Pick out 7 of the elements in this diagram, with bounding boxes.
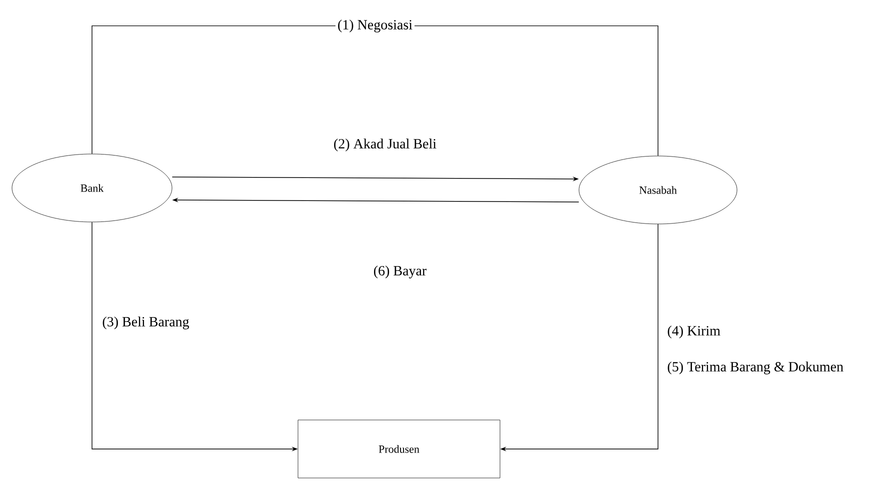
edge-label: (2) Akad Jual Beli <box>332 136 439 154</box>
edge-label: (1) Negosiasi <box>335 18 415 34</box>
process-box: Produsen <box>298 420 500 478</box>
step-label: (5) Terima Barang & Dokumen <box>668 362 844 374</box>
edge-label: (6) Bayar <box>371 264 429 280</box>
edge-label: (3) Beli Barang <box>100 314 192 332</box>
edge-label: (4) Kirim <box>665 324 722 340</box>
